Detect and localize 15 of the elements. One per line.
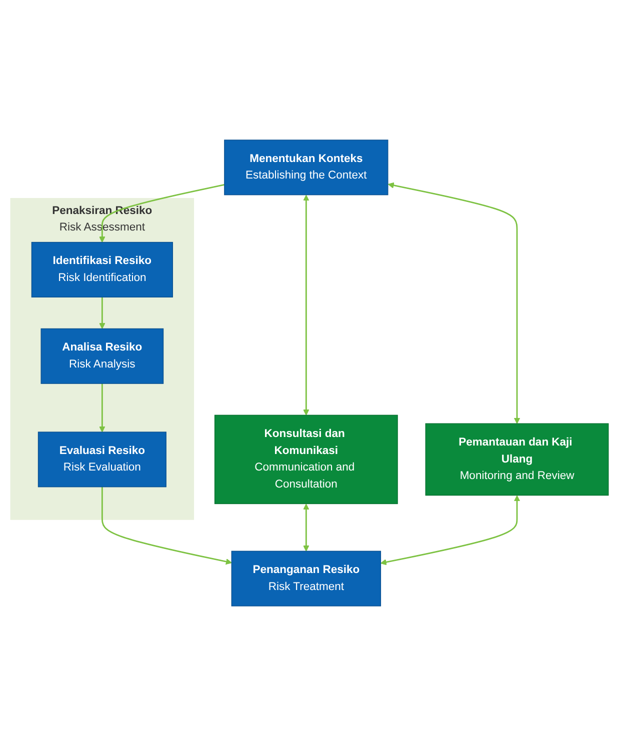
- arrow: [303, 504, 310, 552]
- node-box: Analisa Resiko Risk Analysis: [40, 328, 164, 384]
- node-box: Pemantauan dan Kaji Ulang Monitoring and Review: [425, 423, 609, 496]
- arrow: [99, 384, 106, 432]
- arrow: [303, 194, 310, 416]
- arrow: [380, 495, 520, 566]
- arrow: [101, 486, 232, 565]
- node-box: Konsultasi dan Komunikasi Communication and Consultation: [214, 414, 398, 504]
- node-box: Penanganan Resiko Risk Treatment: [231, 550, 382, 606]
- node-box: Identifikasi Resiko Risk Identification: [31, 242, 173, 298]
- arrow: [99, 184, 225, 243]
- node-box: Menentukan Konteks Establishing the Context: [224, 140, 388, 196]
- arrow: [99, 297, 106, 329]
- arrow: [388, 182, 520, 424]
- node-box: Evaluasi Resiko Risk Evaluation: [38, 432, 166, 488]
